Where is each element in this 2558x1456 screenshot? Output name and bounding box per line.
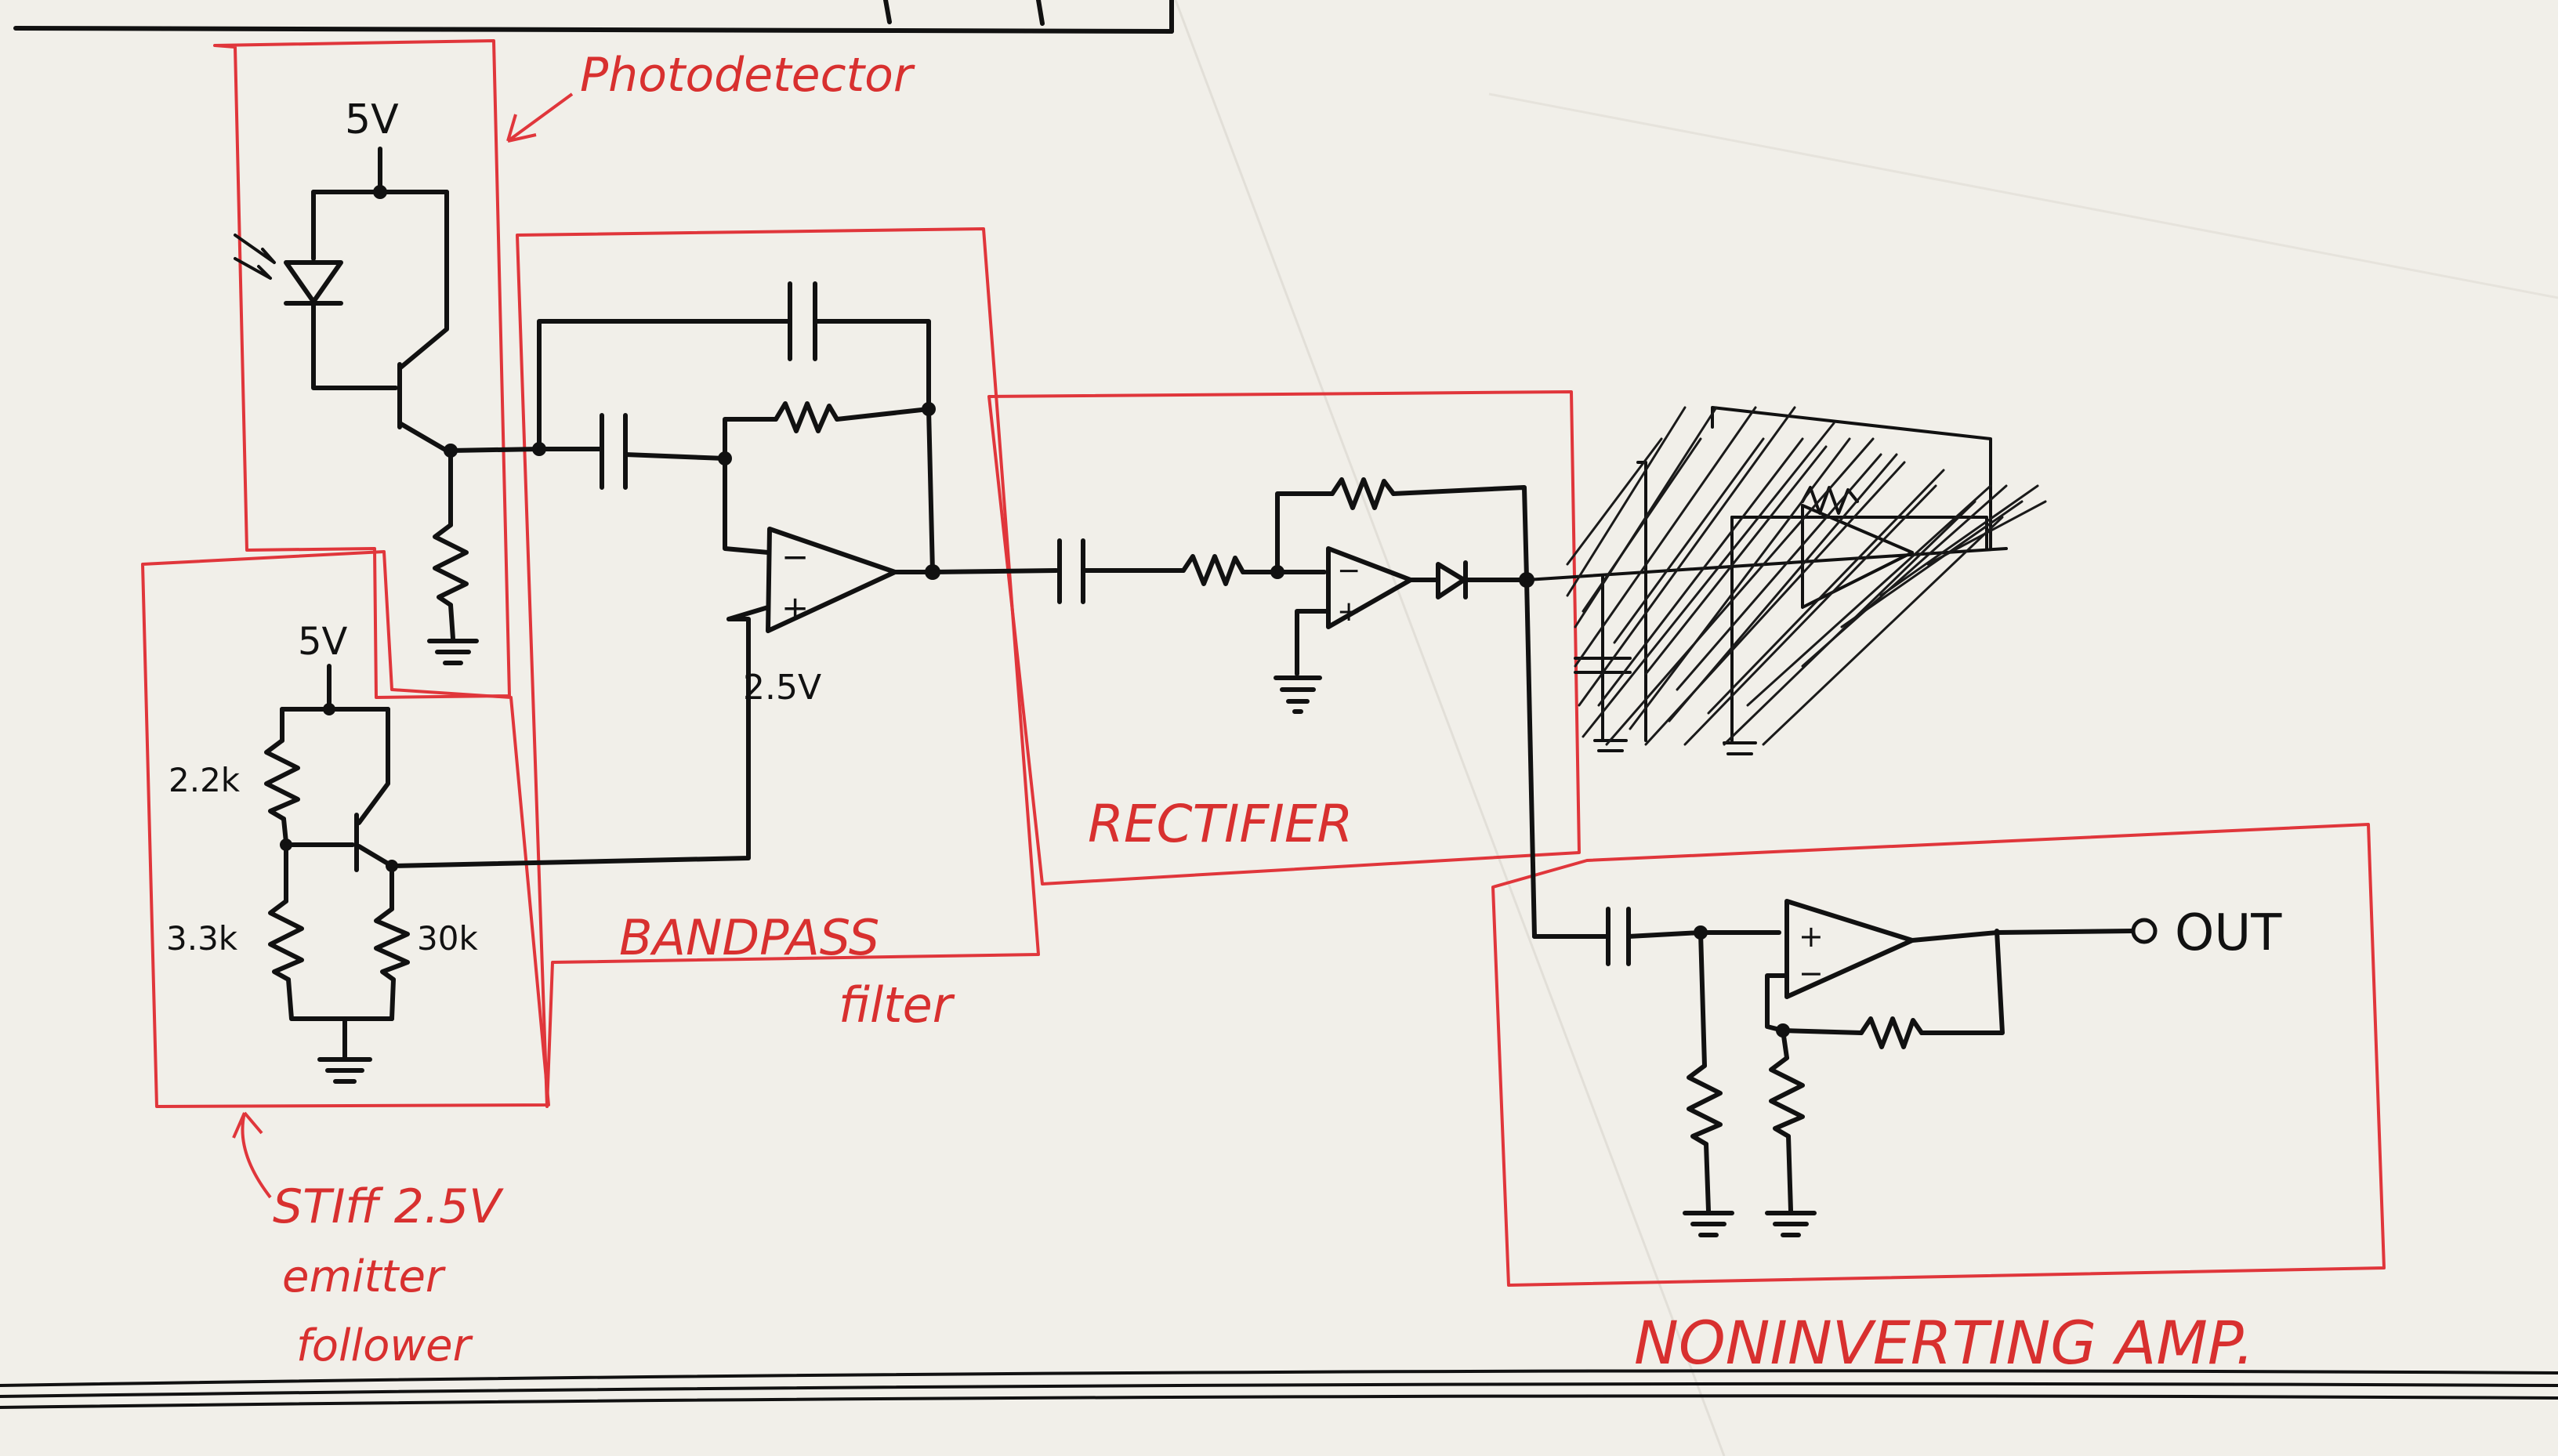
stiff-2-5v-label: STIff 2.5V [273,1179,504,1234]
emitter-follower-transistor [354,707,394,872]
paper-fold-line [1174,0,1726,1456]
emitter-follower-supply-label: 5V [298,620,348,664]
bandpass-opamp-plus: + [781,589,809,627]
photodetector-label-group: Photodetector [506,48,915,143]
noninverting-opamp: + − [1784,899,1915,999]
input-bias-resistor [1687,1063,1723,1146]
noninverting-amp-label: NONINVERTING AMP. [1634,1308,2254,1378]
photodetector-label: Photodetector [580,48,915,103]
resistor-3-3k-label: 3.3k [166,919,238,958]
emitter-label: emitter [282,1251,446,1302]
phototransistor-symbol [397,190,449,453]
output-terminal [2131,918,2158,944]
crossed-out-circuit [1525,406,2047,755]
output-label: OUT [2175,904,2282,962]
emitter-follower-circuit: 5V 2.2k 3.3k 30k [166,617,751,1084]
photodetector-load-resistor [433,523,469,607]
photodetector-section-outline [213,39,511,699]
resistor-30k-label: 30k [417,919,478,958]
bandpass-opamp-minus: − [781,538,809,576]
bandpass-filter-label: filter [839,976,955,1034]
resistor-2-2k [264,738,300,821]
rectifier-opamp-plus: + [1337,596,1361,628]
rectifier-label: RECTIFIER [1088,794,1353,854]
rectifier-input-resistor [1181,554,1245,586]
rectifier-section-outline [987,390,1581,886]
bias-voltage-label: 2.5V [743,668,821,708]
bandpass-label: BANDPASS [619,909,879,966]
bandpass-circuit: − + 2.5V [532,281,940,708]
paper-fold-line-2 [1488,92,2558,299]
bandpass-section-outline [516,227,1040,1108]
rectifier-opamp-minus: − [1337,555,1361,587]
emitter-follower-label-group: STIff 2.5V emitter follower [232,1111,504,1371]
noninverting-opamp-minus: − [1799,956,1824,991]
gain-feedback-resistor [1859,1016,1924,1049]
gain-ground-resistor [1769,1056,1805,1139]
resistor-2-2k-label: 2.2k [168,761,241,799]
input-capacitor [600,413,628,490]
rectifier-opamp: − + [1326,546,1413,629]
bandpass-opamp: − + [766,527,897,633]
rectifier-circuit: − + [930,477,1537,939]
noninverting-section-outline [1491,823,2386,1287]
notebook-bottom-edge [0,1369,2558,1409]
noninverting-opamp-plus: + [1799,919,1824,954]
emitter-follower-section-outline [141,550,550,1108]
follower-label: follower [296,1320,473,1371]
photodetector-circuit: 5V [234,96,542,665]
resistor-30k [374,907,410,982]
previous-drawing-edge [13,0,1174,34]
photodetector-supply-label: 5V [345,96,399,143]
feedback-resistor [774,401,839,433]
noninverting-amp-circuit: + − OUT [1532,899,2282,1237]
rectifier-feedback-resistor [1330,477,1396,510]
resistor-3-3k [268,899,304,982]
